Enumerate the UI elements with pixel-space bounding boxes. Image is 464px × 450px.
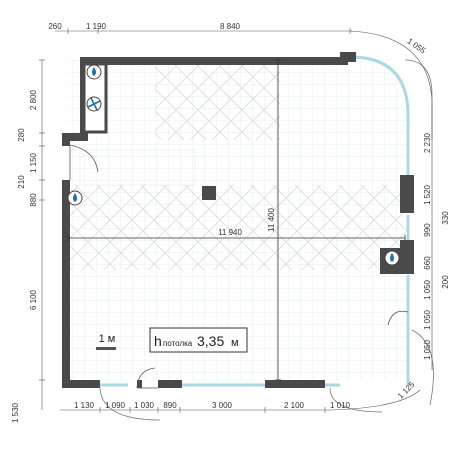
bottom-dim-1: 1 130: [74, 401, 95, 410]
scale-label: 1 м: [99, 333, 116, 345]
right-dim-7: 1 050: [423, 279, 432, 300]
left-dim-4: 210: [17, 175, 26, 189]
scale-bar: 1 м: [96, 333, 116, 350]
right-dim-3: 990: [423, 223, 432, 237]
right-door[interactable]: [387, 310, 409, 326]
water-drop-icon: [86, 64, 102, 80]
entry-door[interactable]: [69, 144, 99, 180]
right-dim-4: 330: [441, 211, 450, 225]
ceiling-value: 3,35: [197, 333, 224, 349]
top-dim-1: 260: [48, 22, 62, 31]
right-dim-8: 1 050: [423, 309, 432, 330]
bottom-dim-5: 3 000: [212, 401, 233, 410]
bottom-dim-2: 1 090: [105, 401, 126, 410]
right-dim-9: 1 050: [423, 339, 432, 360]
ceiling-unit: м: [231, 337, 239, 349]
fan-icon: [86, 96, 102, 112]
top-dim-4: 1 055: [406, 37, 428, 56]
bottom-dim-3: 1 030: [134, 401, 155, 410]
left-dim-1: 2 800: [29, 89, 38, 110]
top-dim-3: 8 840: [220, 22, 241, 31]
bottom-dim-7: 1 010: [330, 401, 351, 410]
floor-area: [68, 60, 405, 380]
hatched-zone-band: [68, 185, 405, 270]
ceiling-h: h: [154, 333, 162, 349]
bottom-dim-6: 2 100: [284, 401, 305, 410]
hatched-zone-top: [155, 60, 280, 140]
water-drop-icon: [384, 250, 400, 266]
right-dim-5: 660: [423, 256, 432, 270]
ceiling-height-label: h потолка 3,35 м: [149, 327, 248, 353]
left-dim-6: 6 100: [29, 289, 38, 310]
dimension-chains: [39, 28, 433, 413]
right-dim-10: 1 125: [396, 380, 417, 401]
right-dim-2: 1 520: [423, 184, 432, 205]
inner-dimension-lines: [67, 59, 406, 381]
right-dim-1: 2 230: [423, 132, 432, 153]
inner-width-label: 11 940: [218, 228, 242, 237]
water-drop-icon: [67, 190, 83, 206]
balconies: [99, 59, 434, 421]
left-dim-3: 1 150: [29, 152, 38, 173]
window-glazing: [100, 55, 410, 387]
ceiling-sub: потолка: [163, 339, 193, 348]
left-dim-5: 880: [29, 193, 38, 207]
right-dim-6: 200: [441, 275, 450, 289]
left-dim-2: 280: [17, 128, 26, 142]
bottom-door[interactable]: [136, 367, 158, 389]
left-dim-7: 1 530: [11, 402, 20, 423]
inner-height-label: 11 400: [267, 208, 276, 232]
bottom-dim-4: 890: [163, 401, 177, 410]
top-dim-2: 1 190: [86, 22, 107, 31]
